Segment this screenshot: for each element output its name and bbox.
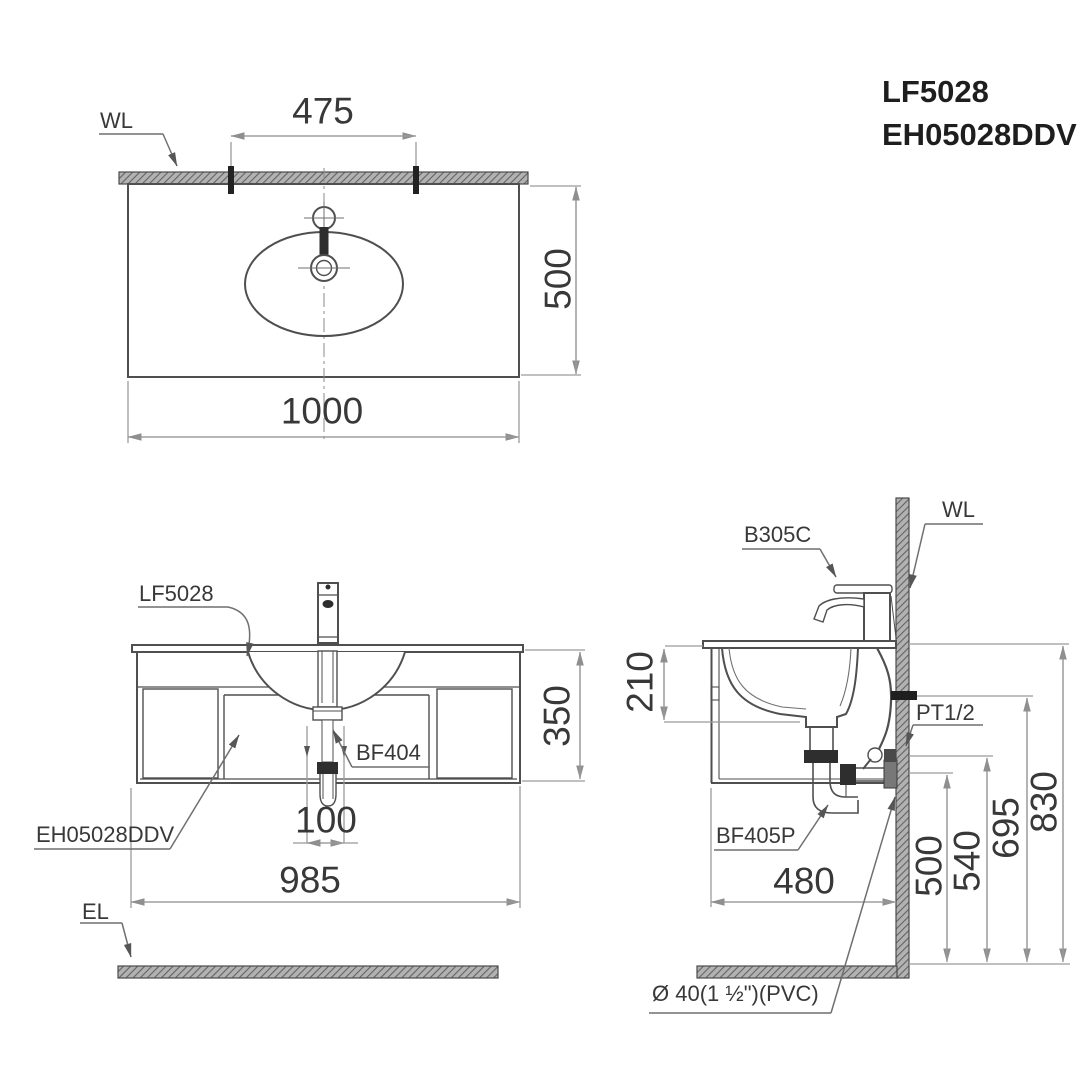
top-dim-counter-width: 1000	[280, 390, 364, 432]
side-dim-waste-outlet-height: 500	[908, 835, 950, 897]
mount-tick-right	[413, 166, 419, 194]
side-dim-basin-depth: 210	[619, 651, 661, 713]
side-basin-section	[720, 647, 860, 728]
front-faucet	[317, 582, 339, 644]
top-wall-line-label: WL	[100, 108, 133, 133]
front-dim-cabinet-height: 350	[536, 685, 578, 747]
front-dim-drain-clearance: 100	[295, 799, 357, 841]
header-model-primary: LF5028	[882, 74, 989, 109]
side-cabinet	[710, 648, 896, 784]
side-supply-valve	[862, 647, 917, 770]
side-dim-supply-height: 695	[985, 797, 1027, 859]
top-dim-counter-depth: 500	[537, 248, 579, 310]
top-view-drawing	[99, 132, 581, 443]
side-supply-connection-label: PT1/2	[916, 700, 975, 725]
header-model-secondary: EH05028DDV	[882, 117, 1077, 152]
side-faucet	[813, 584, 897, 642]
mount-tick-left	[228, 166, 234, 194]
spout-bar	[319, 227, 329, 258]
side-dim-cabinet-depth: 480	[773, 860, 835, 902]
side-dim-trap-height: 540	[946, 830, 988, 892]
side-waste-pipe-label: Ø 40(1 ½")(PVC)	[652, 981, 819, 1006]
side-wall-line-label: WL	[942, 497, 975, 522]
front-view-drawing	[34, 582, 585, 979]
front-floor-bar	[117, 965, 499, 979]
side-floor-bar	[696, 965, 898, 979]
side-trap-model-label: BF405P	[716, 823, 796, 848]
front-trap	[312, 650, 343, 807]
side-countertop	[702, 640, 897, 649]
front-drain-model-label: BF404	[356, 740, 421, 765]
side-wall-bar	[895, 497, 910, 979]
front-dim-cabinet-width: 985	[279, 859, 341, 901]
front-cabinet-model-label: EH05028DDV	[36, 822, 175, 847]
front-floor-line-label: EL	[82, 899, 109, 924]
top-dim-faucet-spacing: 475	[292, 90, 354, 132]
side-dim-counter-height: 830	[1023, 771, 1065, 833]
front-basin-model-label: LF5028	[139, 581, 214, 606]
side-faucet-model-label: B305C	[744, 522, 812, 547]
side-view-drawing	[649, 497, 1070, 1014]
